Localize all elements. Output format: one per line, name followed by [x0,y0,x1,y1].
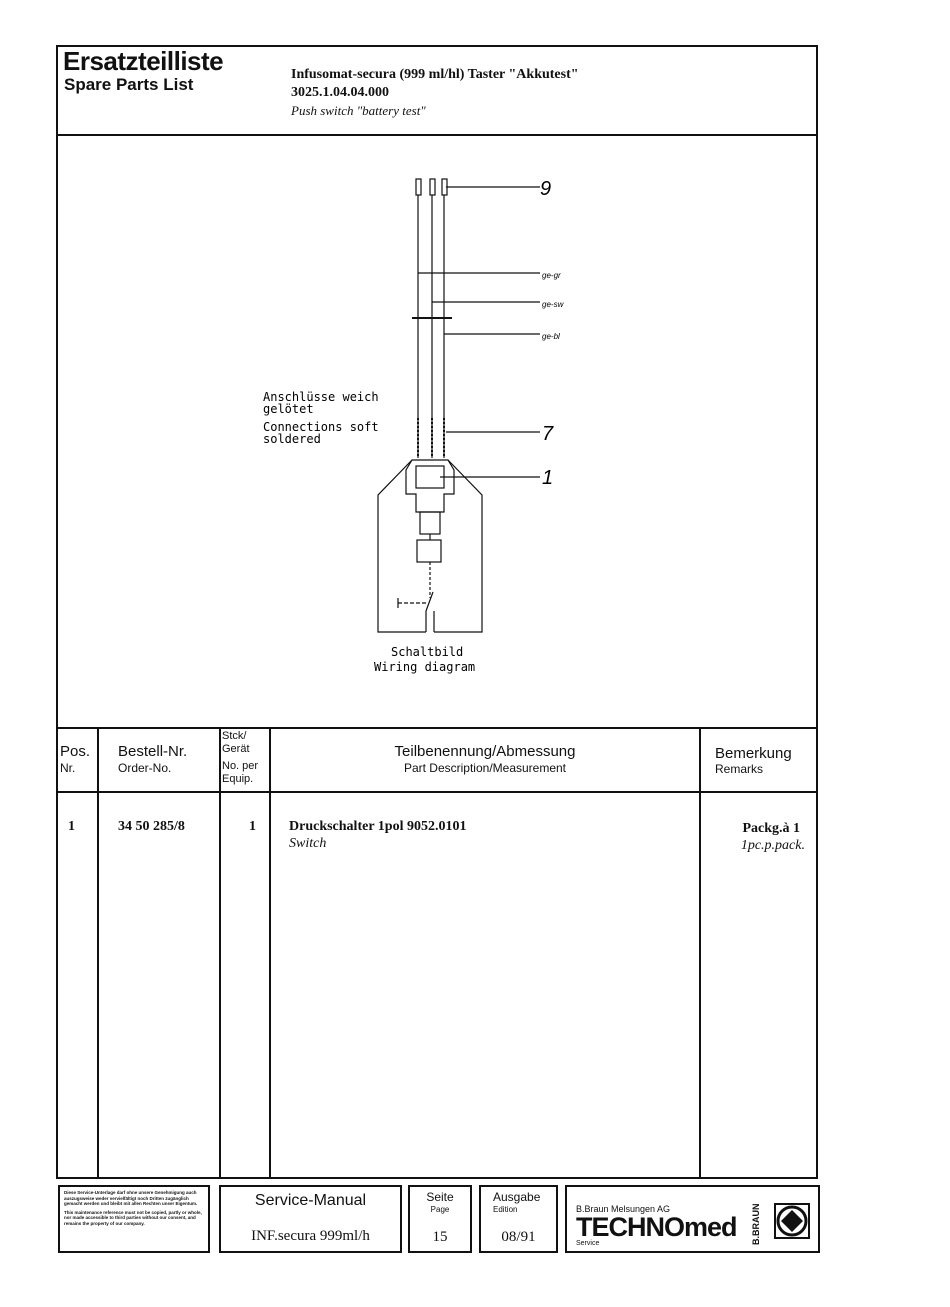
housing-right [434,459,483,633]
footer-manual-box: Service-Manual INF.secura 999ml/h [219,1185,402,1253]
product-number: 3025.1.04.04.000 [291,85,389,100]
schematic-contact [425,591,434,612]
edition-label-de: Ausgabe [493,1190,541,1204]
footer-page-box: Seite Page 15 [408,1185,472,1253]
wire-label-ge-gr: ge-gr [542,271,561,280]
switch-stem [419,511,441,535]
braun-emblem-icon [774,1203,810,1239]
th-pos-en: Nr. [60,761,76,775]
note-de-line2: gelötet [263,402,314,416]
th-remarks-de: Bemerkung [715,745,792,762]
col-divider-4 [699,727,701,1179]
row-pos: 1 [68,819,75,834]
edition-label-en: Edition [493,1205,518,1214]
th-remarks-en: Remarks [715,762,764,776]
row-order-no: 34 50 285/8 [118,819,185,834]
company-name: B.Braun Melsungen AG [576,1204,671,1214]
page-label-en: Page [430,1205,450,1214]
row-description-en: Switch [289,836,327,851]
th-qty-de-1: Stck/ [222,730,247,742]
caption-english: Wiring diagram [374,660,475,674]
row-remark-de: Packg.à 1 [742,821,800,836]
th-pos-de: Pos. [60,743,91,760]
th-description-de: Teilbenennung/Abmessung [394,743,576,760]
caption-german: Schaltbild [391,645,463,659]
wiring-diagram: 9 ge-gr ge-sw ge-bl 7 1 Anschlüsse weich… [263,178,565,674]
row-description-de: Druckschalter 1pol 9052.0101 [289,819,467,834]
th-description-en: Part Description/Measurement [403,761,567,775]
technomed-logo: TECHNOmed [576,1212,738,1242]
page-label-de: Seite [426,1190,454,1204]
page-number: 15 [432,1229,448,1245]
callout-1: 1 [542,467,553,489]
note-de-line1: Anschlüsse weich [263,390,379,404]
brand-vertical: B.BRAUN [751,1203,761,1246]
manual-value: INF.secura 999ml/h [251,1228,370,1244]
switch-body [405,459,455,513]
wire-label-ge-bl: ge-bl [542,332,560,341]
row-qty: 1 [249,819,256,834]
title-german: Ersatzteilliste [63,46,224,76]
footer-notice-box: Diese Service-Unterlage darf ohne unsere… [58,1185,210,1253]
product-name: Infusomat-secura (999 ml/hl) Taster "Akk… [291,67,579,82]
solder-zone [417,418,445,458]
note-en-line1: Connections soft [263,420,379,434]
col-divider-3 [269,727,271,1179]
wire-label-ge-sw: ge-sw [542,300,565,309]
service-label: Service [576,1240,600,1247]
th-qty-de-2: Gerät [222,743,250,755]
th-qty-en-1: No. per [222,760,259,772]
connector-tip-2 [429,178,436,196]
connector-tip-1 [415,178,422,196]
callout-7: 7 [542,423,554,445]
switch-contact-block [415,465,445,489]
th-order-de: Bestell-Nr. [118,743,188,760]
table-header-top [56,727,818,729]
switch-button [416,539,442,563]
note-en-line2: soldered [263,432,321,446]
page-frame [56,45,818,1179]
footer-edition-box: Ausgabe Edition 08/91 [479,1185,558,1253]
manual-label: Service-Manual [254,1192,367,1209]
col-divider-2 [219,727,221,1179]
housing-left [377,459,426,633]
notice-german: Diese Service-Unterlage darf ohne unsere… [64,1190,198,1206]
th-qty-en-2: Equip. [222,773,254,785]
notice-english: This maintenance reference must not be c… [64,1209,202,1226]
product-description-en: Push switch "battery test" [291,103,426,118]
th-order-en: Order-No. [118,761,172,775]
callout-9: 9 [540,178,551,200]
row-remark-en: 1pc.p.pack. [740,838,805,853]
edition-value: 08/91 [501,1229,536,1245]
table-header-bottom [56,791,818,793]
title-english: Spare Parts List [64,75,194,94]
col-divider-1 [97,727,99,1179]
header-divider [56,134,818,136]
footer-logo-box: B.Braun Melsungen AG TECHNOmed Service B… [565,1185,820,1253]
